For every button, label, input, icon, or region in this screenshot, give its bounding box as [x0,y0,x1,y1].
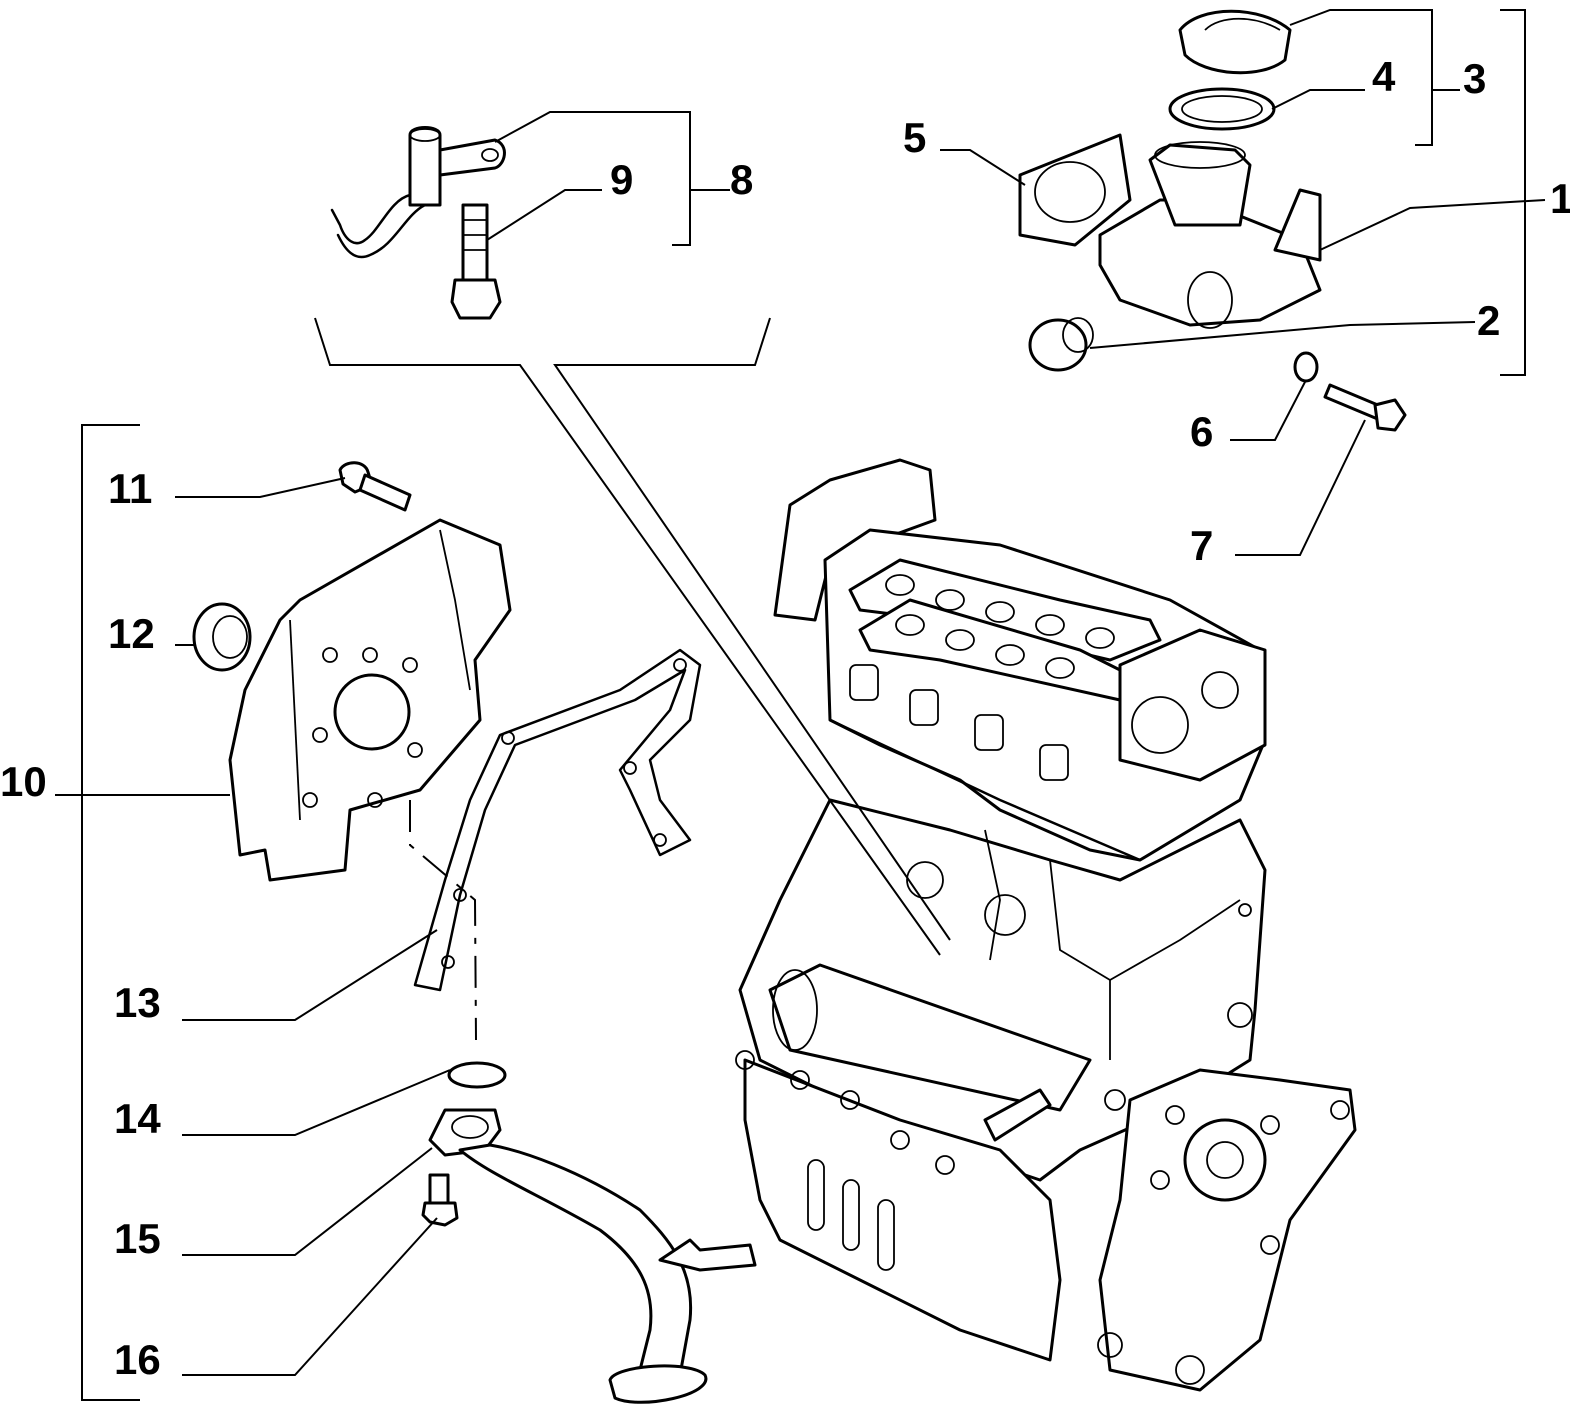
sealing-washer [1293,351,1319,383]
banjo-bolt [450,203,502,320]
strainer-o-ring [447,1061,507,1089]
filler-cap [1178,9,1292,75]
callout-9: 9 [610,156,633,203]
cover-gasket [413,648,702,992]
callout-11: 11 [108,465,152,512]
callout-3: 3 [1463,55,1486,102]
cap-seal-ring [1168,87,1276,131]
callout-2: 2 [1477,297,1500,344]
callouts: 1 2 3 4 5 6 7 8 9 10 11 12 13 14 15 16 [0,53,1570,1383]
front-cover [228,518,512,882]
callout-7: 7 [1190,522,1213,569]
leader-lines [55,9,1546,1401]
engine-block [735,458,1357,1392]
oil-seal [192,602,252,672]
pickup-bolt [421,1173,459,1227]
callout-10: 10 [0,758,47,805]
housing-bolt [1323,383,1407,432]
oil-pickup-tube [428,1108,757,1404]
callout-16: 16 [114,1336,161,1383]
housing-gasket [1018,133,1132,247]
callout-4: 4 [1372,53,1396,100]
assembly-axis-line [409,800,477,1041]
callout-15: 15 [114,1215,161,1262]
callout-1: 1 [1550,175,1570,222]
water-outlet-housing [1098,141,1322,329]
callout-5: 5 [903,114,926,161]
plug [1028,317,1094,372]
callout-12: 12 [108,610,155,657]
callout-14: 14 [114,1095,161,1142]
callout-6: 6 [1190,408,1213,455]
callout-13: 13 [114,979,161,1026]
cover-bolt [338,461,412,512]
callout-8: 8 [730,156,753,203]
